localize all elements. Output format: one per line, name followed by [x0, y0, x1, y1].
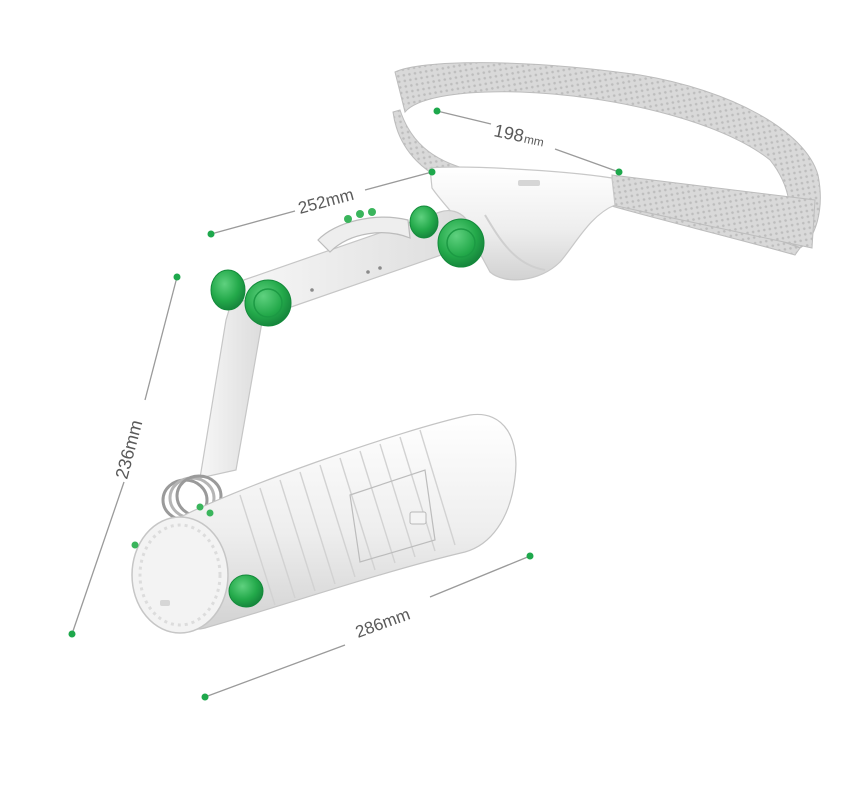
- joint-knob-mount-front[interactable]: [437, 218, 485, 268]
- indicator-dot: [206, 509, 214, 517]
- arm-grip: [317, 216, 411, 253]
- panel-latch: [409, 511, 427, 525]
- indicator-dot: [356, 210, 364, 218]
- lower-arm: [199, 299, 263, 479]
- arm-dimension-label: 252mm: [296, 185, 356, 218]
- joint-knob-shoulder-front[interactable]: [244, 279, 292, 327]
- mount-slot: [518, 180, 540, 186]
- dimension-strap: 198mm: [433, 107, 623, 176]
- joint-knob-shoulder-back[interactable]: [210, 269, 246, 311]
- head-strap: [392, 62, 821, 256]
- joint-knob-mount-back[interactable]: [409, 205, 439, 239]
- indicator-dot: [131, 541, 139, 549]
- indicator-dot: [196, 503, 204, 511]
- svg-text:198mm: 198mm: [492, 120, 546, 150]
- canister-dimension-label: 286mm: [353, 605, 413, 642]
- indicator-dot: [344, 215, 352, 223]
- height-dimension-label: 236mm: [112, 418, 147, 481]
- strap-dimension-value: 198: [492, 120, 526, 146]
- canister-end-cap: [131, 516, 229, 634]
- side-panel: [349, 469, 436, 563]
- indicator-dot: [368, 208, 376, 216]
- canister-body: [131, 413, 517, 634]
- strap-dimension-unit: mm: [523, 132, 545, 150]
- canister-knob[interactable]: [228, 574, 264, 608]
